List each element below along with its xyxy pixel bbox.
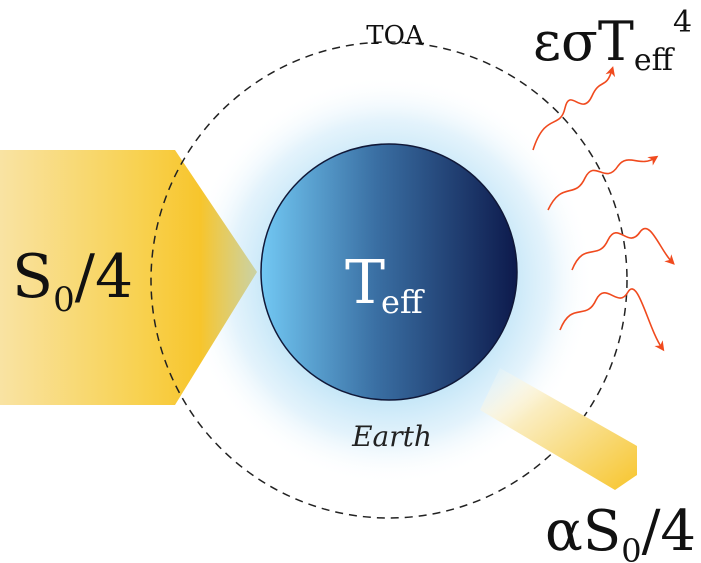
incoming-solar-arrow (0, 150, 257, 405)
ir-emission-arrows (532, 66, 675, 352)
ir-arrow-1 (532, 66, 616, 151)
temperature-label: Teff (345, 248, 425, 321)
ir-arrow-3 (571, 227, 675, 271)
reflected-solar-arrow (480, 368, 637, 490)
earth-label: Earth (351, 420, 432, 453)
reflected-flux-label: αS0/4 (545, 499, 696, 563)
incoming-flux-label: S0/4 (12, 242, 133, 320)
toa-circle (150, 41, 628, 519)
ir-arrow-2 (547, 155, 659, 211)
toa-label: TOA (366, 21, 425, 51)
outgoing-flux-label: εσTeff4 (533, 5, 692, 78)
earth-sphere (260, 143, 518, 401)
ir-arrow-4 (559, 288, 665, 352)
